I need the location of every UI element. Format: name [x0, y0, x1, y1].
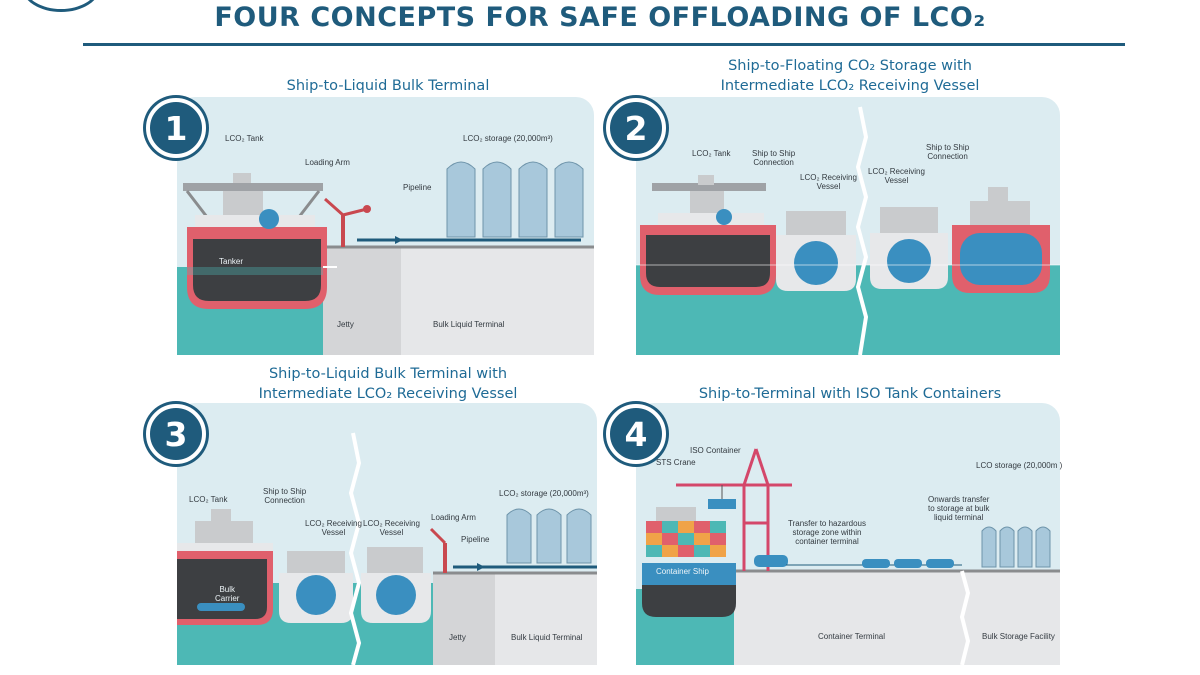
label-lco2-tank: LCO₂ Tank: [225, 134, 264, 143]
jetty-block: [323, 247, 401, 355]
label-bulk-storage-facility: Bulk Storage Facility: [982, 632, 1055, 641]
label-lco2-storage: LCO₂ storage (20,000m³): [499, 489, 589, 498]
panel-1-number-badge: 1: [146, 98, 206, 158]
label-receiving-vessel-b: LCO₂ Receiving Vessel: [868, 167, 925, 185]
terminal-ground: [495, 573, 597, 665]
label-lco2-storage: LCO storage (20,000m ): [976, 461, 1063, 470]
panel-4-caption: Ship-to-Terminal with ISO Tank Container…: [698, 386, 1002, 402]
panel-1-illustration: [177, 161, 594, 355]
panel-2-number-badge: 2: [606, 98, 666, 158]
label-sts-connection-a: Ship to Ship Connection: [752, 149, 796, 167]
container-terminal-ground: [734, 571, 1060, 665]
panel-4-iso-tank-containers: ISO Container STS Crane Transfer to haza…: [636, 403, 1063, 666]
label-container-ship: Container Ship: [656, 567, 709, 576]
iso-tank-truck: [754, 555, 788, 567]
tanker-cargo-hold: [193, 239, 321, 301]
label-lco2-storage: LCO₂ storage (20,000m³): [463, 134, 553, 143]
iso-tank-train: [862, 559, 954, 568]
torn-separator: [959, 570, 971, 666]
terminal-ground: [397, 247, 594, 355]
label-lco2-tank: LCO₂ Tank: [692, 149, 731, 158]
panel-3-caption: Ship-to-Liquid Bulk Terminal with Interm…: [258, 366, 518, 402]
panel-4-illustration: [636, 448, 1060, 666]
panel-2-illustration: [636, 106, 1060, 356]
panel-2-caption: Ship-to-Floating CO₂ Storage with Interm…: [720, 58, 980, 94]
panel-3-number-badge: 3: [146, 404, 206, 464]
label-pipeline: Pipeline: [461, 535, 490, 544]
panel-2-floating-storage: LCO₂ Tank Ship to Ship Connection LCO₂ R…: [636, 97, 1060, 356]
lco2-tank-icon: [259, 209, 279, 229]
label-loading-arm: Loading Arm: [431, 513, 476, 522]
label-pipeline: Pipeline: [403, 183, 432, 192]
label-iso-container: ISO Container: [690, 446, 741, 455]
label-jetty: Jetty: [337, 320, 354, 329]
label-bulk-liquid-terminal: Bulk Liquid Terminal: [511, 633, 583, 642]
label-receiving-vessel-a: LCO₂ Receiving Vessel: [305, 519, 362, 537]
bulk-storage-tanks: [981, 526, 1051, 568]
lco2-storage-tanks: [446, 161, 584, 238]
title-divider: [83, 43, 1125, 46]
receiving-vessel-b-tank: [376, 575, 416, 615]
receiving-vessel-a-tank: [794, 241, 838, 285]
label-bulk-liquid-terminal: Bulk Liquid Terminal: [433, 320, 505, 329]
label-container-terminal: Container Terminal: [818, 632, 885, 641]
iso-container-on-crane: [708, 499, 736, 509]
panel-3-illustration: [177, 432, 597, 666]
label-transfer-to-hazardous: Transfer to hazardous storage zone withi…: [788, 519, 866, 546]
lco2-storage-tanks: [506, 508, 592, 564]
panel-1-ship-to-bulk-terminal: LCO₂ Tank Loading Arm LCO₂ storage (20,0…: [177, 97, 594, 355]
label-lco2-tank: LCO₂ Tank: [189, 495, 228, 504]
label-onwards-transfer: Onwards transfer to storage at bulk liqu…: [928, 495, 990, 522]
torn-separator: [348, 432, 362, 666]
receiving-vessel-b-tank: [887, 239, 931, 283]
torn-separator: [855, 106, 869, 356]
label-sts-connection-b: Ship to Ship Connection: [926, 143, 970, 161]
label-sts-crane: STS Crane: [656, 458, 696, 467]
container-stack: [646, 521, 726, 557]
panel-1-caption: Ship-to-Liquid Bulk Terminal: [286, 78, 490, 94]
floating-storage-tank: [960, 233, 1042, 285]
label-tanker: Tanker: [219, 257, 244, 266]
panel-4-number-badge: 4: [606, 404, 666, 464]
receiving-vessel-a-tank: [296, 575, 336, 615]
label-bulk-carrier: Bulk Carrier: [215, 585, 240, 603]
panel-3-bulk-terminal-intermediate: LCO₂ Tank Ship to Ship Connection LCO₂ R…: [177, 403, 597, 666]
label-receiving-vessel-a: LCO₂ Receiving Vessel: [800, 173, 857, 191]
label-sts-connection: Ship to Ship Connection: [263, 487, 307, 505]
label-jetty: Jetty: [449, 633, 466, 642]
label-loading-arm: Loading Arm: [305, 158, 350, 167]
lco2-tank-icon: [716, 209, 732, 225]
page-title: FOUR CONCEPTS FOR SAFE OFFLOADING OF LCO…: [214, 2, 986, 33]
label-receiving-vessel-b: LCO₂ Receiving Vessel: [363, 519, 420, 537]
